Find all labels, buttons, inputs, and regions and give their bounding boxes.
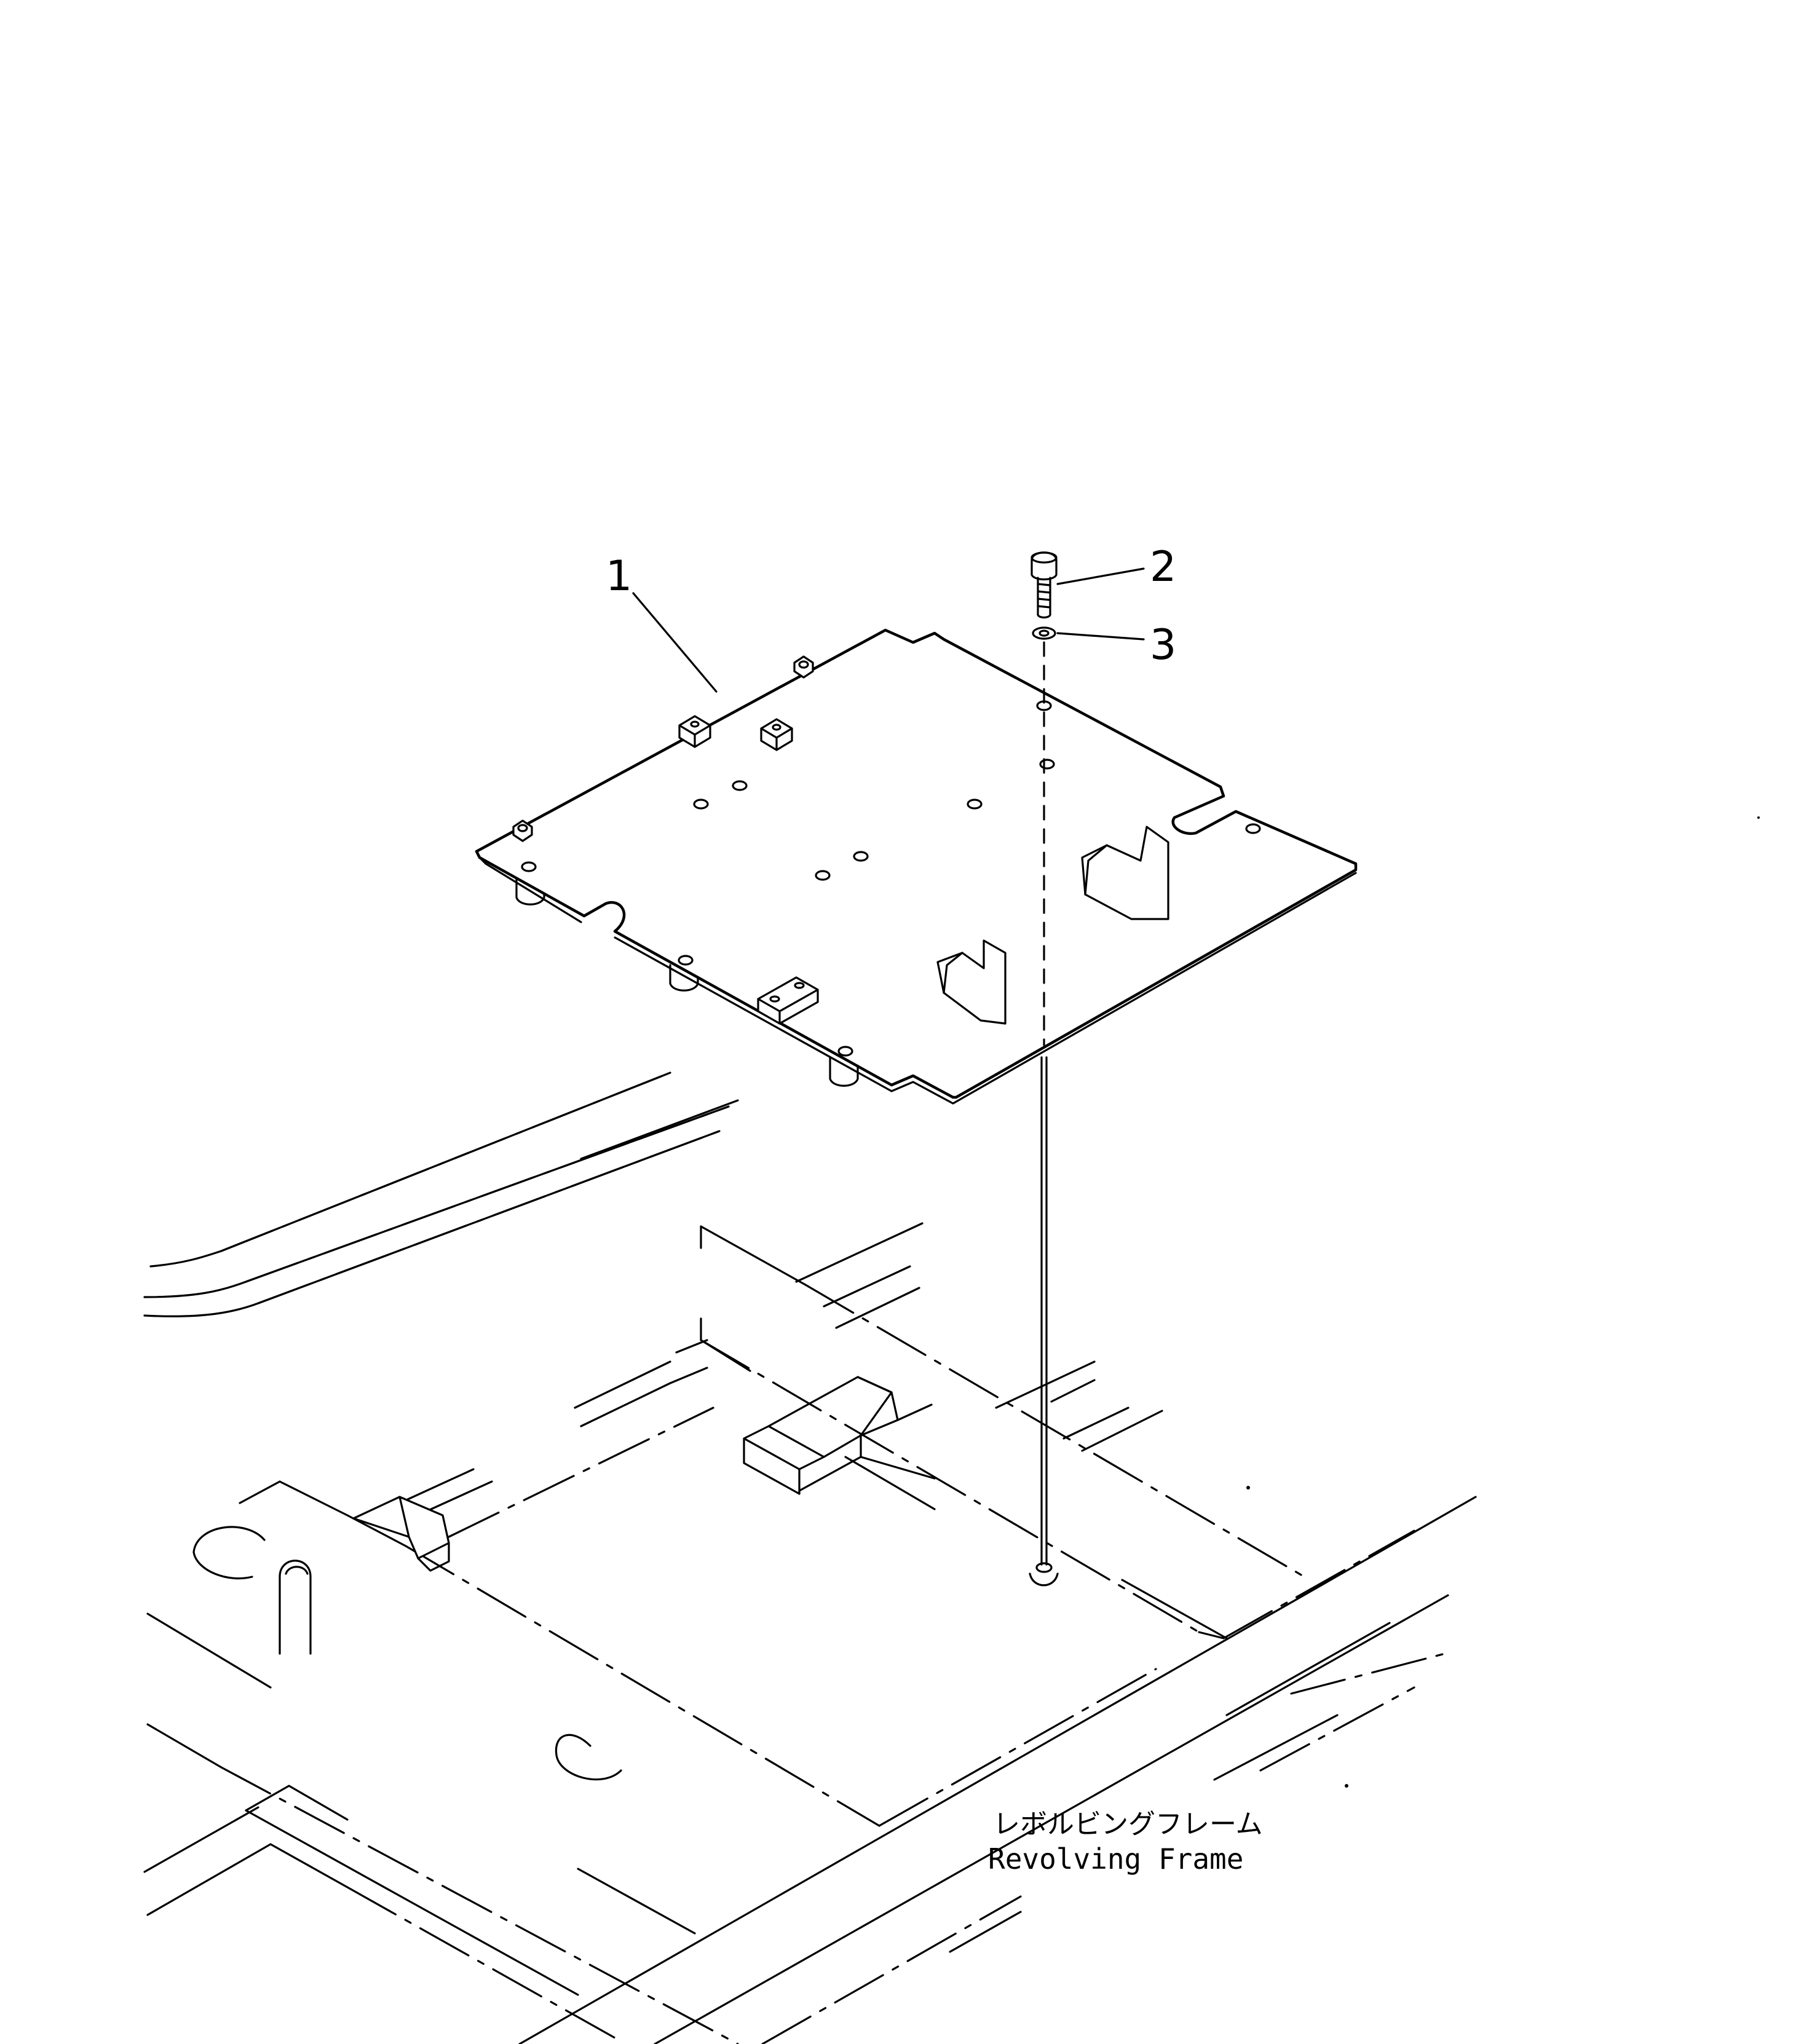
revolving-frame (143, 816, 1760, 2044)
bolt (1031, 551, 1058, 619)
callout-3: 3 (1150, 621, 1176, 669)
frame-label-english: Revolving Frame (988, 1842, 1243, 1876)
assembly-line (1029, 641, 1059, 1587)
washer (1032, 626, 1056, 640)
floor-plate (475, 628, 1358, 1105)
callout-2: 2 (1150, 543, 1176, 591)
callout-1: 1 (606, 552, 632, 601)
leader-lines (632, 567, 1145, 693)
frame-label-japanese: レボルビングフレーム (993, 1809, 1263, 1840)
